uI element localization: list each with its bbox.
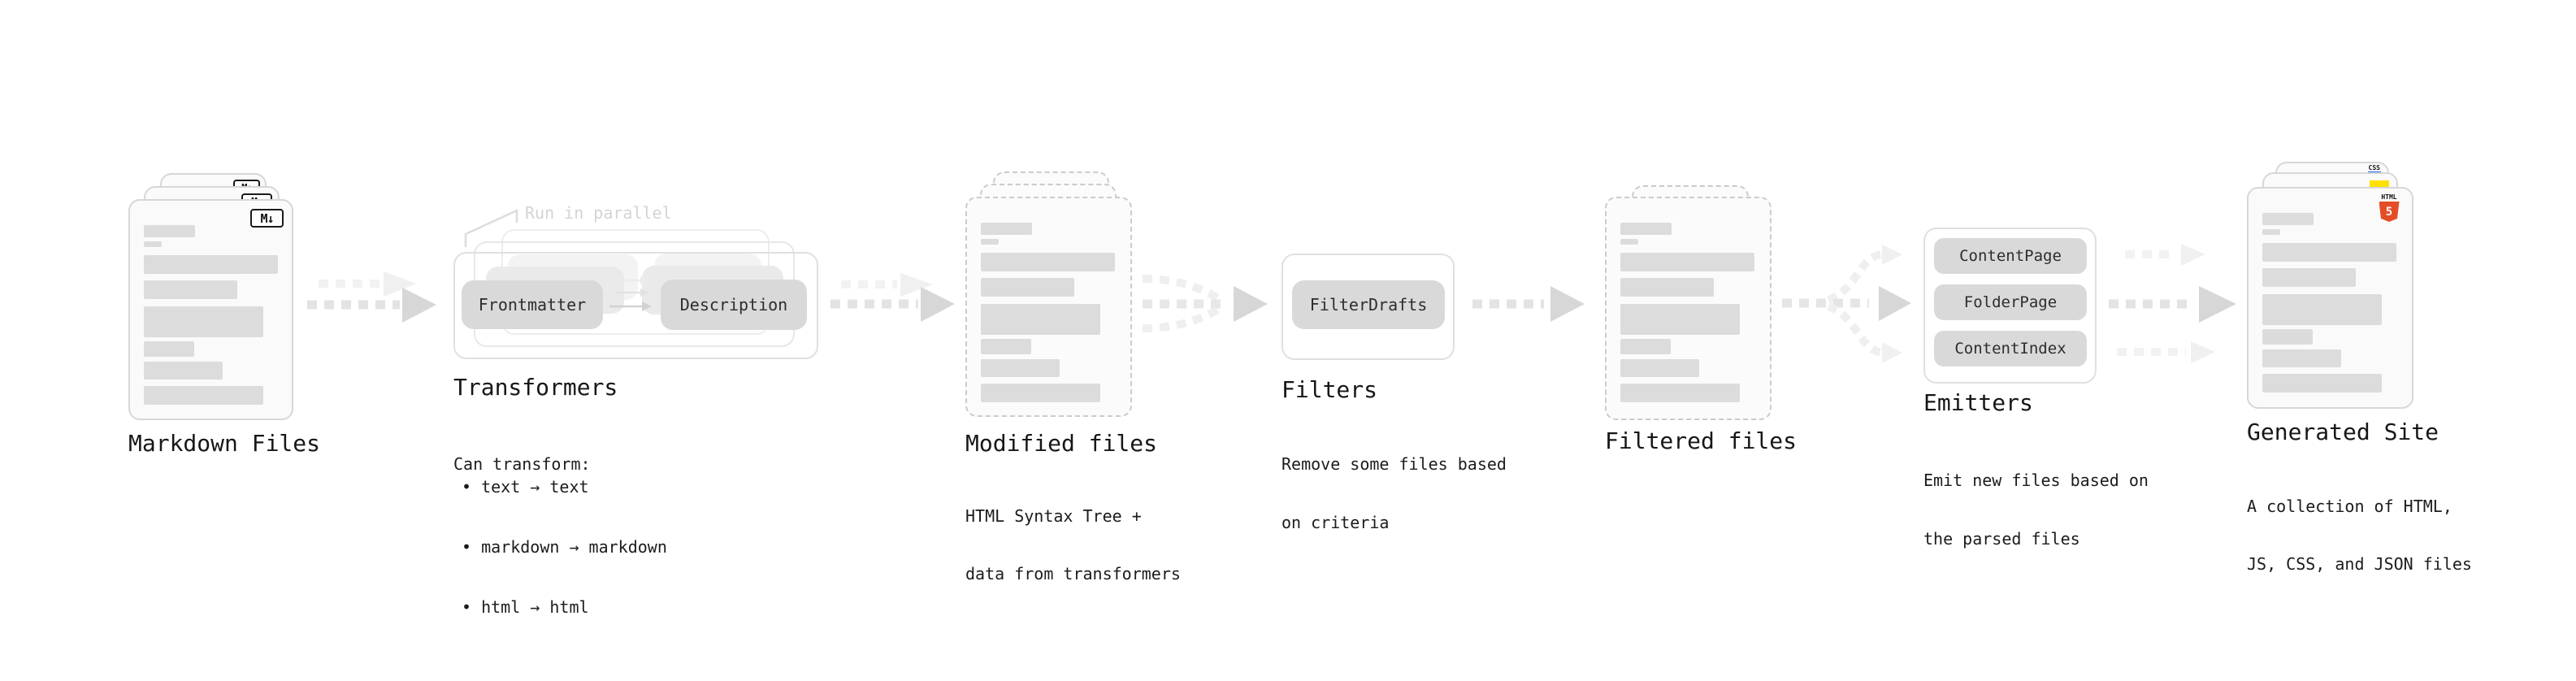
generated-html-file-card: HTML 5 bbox=[2247, 187, 2413, 409]
stage-label-emitters: Emitters bbox=[1923, 389, 2033, 416]
contentindex-pill: ContentIndex bbox=[1934, 331, 2087, 367]
skeleton-text-bar bbox=[144, 386, 263, 405]
skeleton-text-bar bbox=[144, 306, 263, 337]
transformers-description: Can transform: bbox=[453, 415, 591, 513]
skeleton-text-bar bbox=[981, 253, 1115, 271]
skeleton-text-bar bbox=[1620, 278, 1714, 297]
arrow-emitters-to-generated bbox=[2109, 244, 2236, 363]
stage-label-filtered-files: Filtered files bbox=[1605, 427, 1798, 454]
modified-file-card-front bbox=[965, 197, 1132, 417]
skeleton-text-bar bbox=[2262, 268, 2356, 287]
stage-label-transformers: Transformers bbox=[453, 374, 618, 401]
stage-label-generated-site: Generated Site bbox=[2247, 419, 2439, 445]
arrow-merge-modified-to-filters bbox=[1142, 275, 1268, 332]
skeleton-text-bar bbox=[981, 278, 1074, 297]
desc-line: the parsed files bbox=[1923, 529, 2080, 549]
run-in-parallel-annotation: Run in parallel bbox=[525, 203, 672, 223]
skeleton-text-bar bbox=[144, 280, 237, 299]
stage-label-markdown-files: Markdown Files bbox=[128, 430, 321, 457]
arrow-filters-to-filtered bbox=[1472, 286, 1585, 322]
skeleton-text-bar bbox=[2262, 243, 2396, 262]
skeleton-text-bar bbox=[981, 304, 1100, 335]
desc-line: A collection of HTML, bbox=[2247, 497, 2452, 516]
transformers-desc-title: Can transform: bbox=[453, 454, 591, 474]
bullet-item: • html → html bbox=[462, 597, 589, 617]
arrow-transformers-to-modified bbox=[830, 273, 955, 322]
folderpage-pill: FolderPage bbox=[1934, 284, 2087, 320]
html5-icon-shield: 5 bbox=[2379, 202, 2400, 222]
markdown-file-card-front: M↓ bbox=[128, 199, 293, 420]
skeleton-text-bar bbox=[1620, 253, 1754, 271]
skeleton-text-bar bbox=[2262, 349, 2341, 367]
desc-line: JS, CSS, and JSON files bbox=[2247, 554, 2472, 574]
transformers-bullet-list: • text → text • markdown → markdown • ht… bbox=[462, 437, 667, 657]
skeleton-text-bar bbox=[144, 362, 223, 380]
html5-icon: HTML 5 bbox=[2378, 194, 2400, 222]
emitters-description: Emit new files based on the parsed files bbox=[1923, 432, 2149, 588]
skeleton-text-bar bbox=[2262, 213, 2314, 225]
filtered-file-card-front bbox=[1605, 197, 1772, 420]
desc-line: on criteria bbox=[1281, 513, 1390, 532]
description-pill: Description bbox=[661, 280, 807, 330]
skeleton-text-bar bbox=[144, 241, 162, 247]
skeleton-text-bar bbox=[1620, 304, 1740, 335]
skeleton-text-bar bbox=[2262, 294, 2382, 325]
skeleton-text-bar bbox=[2262, 329, 2313, 345]
contentpage-pill: ContentPage bbox=[1934, 238, 2087, 274]
skeleton-text-bar bbox=[144, 255, 278, 274]
bullet-item: • markdown → markdown bbox=[462, 537, 667, 557]
transformer-frame-front bbox=[453, 252, 818, 359]
skeleton-text-bar bbox=[981, 339, 1031, 354]
skeleton-text-bar bbox=[981, 384, 1100, 402]
skeleton-text-bar bbox=[981, 223, 1032, 235]
skeleton-text-bar bbox=[144, 225, 195, 237]
skeleton-text-bar bbox=[981, 359, 1060, 377]
arrow-markdown-to-transformers bbox=[307, 271, 436, 323]
markdown-icon: M↓ bbox=[250, 209, 284, 228]
skeleton-text-bar bbox=[1620, 384, 1740, 402]
skeleton-text-bar bbox=[1620, 223, 1672, 235]
desc-line: Emit new files based on bbox=[1923, 471, 2149, 490]
desc-line: Remove some files based bbox=[1281, 454, 1507, 474]
skeleton-text-bar bbox=[1620, 239, 1638, 245]
skeleton-text-bar bbox=[2262, 374, 2382, 393]
desc-line: data from transformers bbox=[965, 564, 1181, 583]
stage-label-modified-files: Modified files bbox=[965, 430, 1158, 457]
arrow-fork-filtered-to-emitters bbox=[1782, 245, 1911, 363]
modified-files-description: HTML Syntax Tree + data from transformer… bbox=[965, 468, 1181, 622]
skeleton-text-bar bbox=[1620, 359, 1699, 377]
filters-description: Remove some files based on criteria bbox=[1281, 415, 1507, 571]
bullet-item: • text → text bbox=[462, 477, 589, 497]
skeleton-text-bar bbox=[144, 341, 194, 357]
skeleton-text-bar bbox=[1620, 339, 1671, 354]
filterdrafts-pill: FilterDrafts bbox=[1292, 280, 1445, 329]
stage-label-filters: Filters bbox=[1281, 376, 1378, 403]
html5-icon-label: HTML bbox=[2381, 193, 2397, 201]
frontmatter-pill: Frontmatter bbox=[462, 280, 603, 329]
generated-site-description: A collection of HTML, JS, CSS, and JSON … bbox=[2247, 458, 2472, 613]
desc-line: HTML Syntax Tree + bbox=[965, 506, 1142, 526]
skeleton-text-bar bbox=[2262, 229, 2280, 235]
skeleton-text-bar bbox=[981, 239, 999, 245]
